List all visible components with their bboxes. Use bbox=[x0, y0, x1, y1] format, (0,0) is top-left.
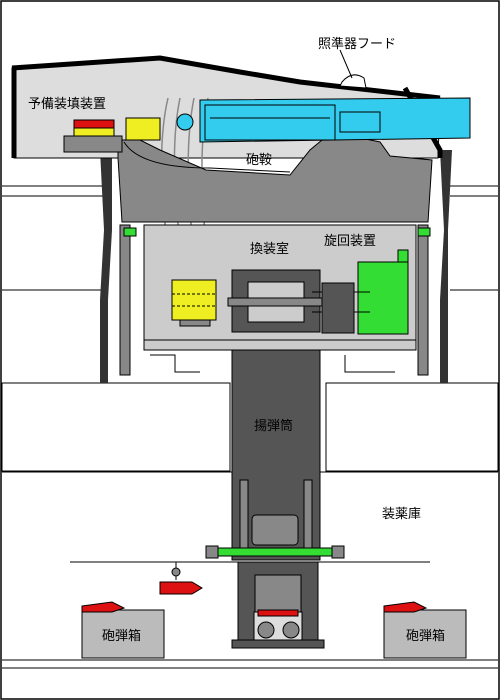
shell-box-right bbox=[383, 609, 467, 659]
roller-right bbox=[417, 227, 431, 237]
recoil-cylinder bbox=[339, 111, 381, 133]
hoist-drive-block bbox=[321, 282, 355, 334]
rammer-unit bbox=[171, 279, 217, 321]
hoist-cage bbox=[251, 514, 299, 546]
label-sight-hood: 照準器フード bbox=[318, 36, 396, 52]
roller-left bbox=[123, 227, 137, 237]
shell-car-wheel-left bbox=[257, 621, 275, 639]
trunnion-left bbox=[176, 113, 194, 131]
gun-breech bbox=[204, 104, 336, 141]
label-gun-cradle: 砲鞍 bbox=[246, 152, 272, 168]
label-loading-room: 換装室 bbox=[250, 241, 289, 257]
shell-car-shell bbox=[257, 609, 299, 617]
turret-roof-armor bbox=[11, 55, 441, 101]
barbette-wall-right bbox=[440, 150, 452, 383]
rammer-base bbox=[179, 319, 211, 327]
shell-in-transit bbox=[159, 581, 203, 595]
lower-hoist-base bbox=[231, 639, 325, 649]
transfer-rail-end-left bbox=[205, 545, 219, 559]
label-reserve-loader: 予備装填装置 bbox=[28, 96, 106, 112]
main-gun bbox=[176, 97, 471, 143]
reserve-loader-tray bbox=[63, 135, 123, 153]
shell-box-right-shell bbox=[383, 601, 428, 613]
shell-hook bbox=[171, 567, 181, 577]
sight-hood-leader-line bbox=[339, 49, 353, 79]
training-gear bbox=[357, 261, 409, 335]
pipe-left bbox=[150, 354, 200, 373]
armor-deck-right bbox=[325, 382, 499, 472]
armor-deck-left bbox=[1, 382, 231, 472]
loading-room-floor bbox=[143, 339, 417, 351]
label-training-gear: 旋回装置 bbox=[324, 234, 376, 249]
label-shell-box-left: 砲弾箱 bbox=[102, 628, 141, 644]
label-shell-box-right: 砲弾箱 bbox=[406, 628, 445, 644]
shell-box-left bbox=[81, 609, 165, 659]
shell-box-left-shell bbox=[81, 601, 126, 613]
reserve-loading-device bbox=[63, 119, 123, 153]
hoist-tube-rail-right bbox=[303, 479, 313, 551]
barbette-inner-left bbox=[119, 224, 131, 376]
transfer-rail-end-right bbox=[331, 545, 345, 559]
hoist-tube-rail-left bbox=[239, 479, 249, 551]
lower-hoist-cage bbox=[254, 574, 302, 616]
barbette-inner-right bbox=[417, 224, 429, 376]
reserve-loader-shell bbox=[73, 119, 115, 129]
pipe-right bbox=[344, 355, 395, 373]
label-powder-magazine: 装薬庫 bbox=[382, 507, 421, 522]
barbette-wall-left bbox=[100, 150, 112, 383]
loader-lever-block bbox=[125, 117, 161, 141]
sight-hood bbox=[339, 74, 367, 89]
training-gear-pinion bbox=[397, 249, 409, 263]
hoist-crossbar bbox=[227, 297, 325, 307]
gun-cradle-curve bbox=[123, 141, 291, 173]
transfer-rail bbox=[209, 547, 343, 557]
shell-car-wheel-right bbox=[282, 621, 300, 639]
label-hoist-tube: 揚弾筒 bbox=[254, 418, 293, 434]
hull-deck-lines bbox=[2, 185, 498, 669]
